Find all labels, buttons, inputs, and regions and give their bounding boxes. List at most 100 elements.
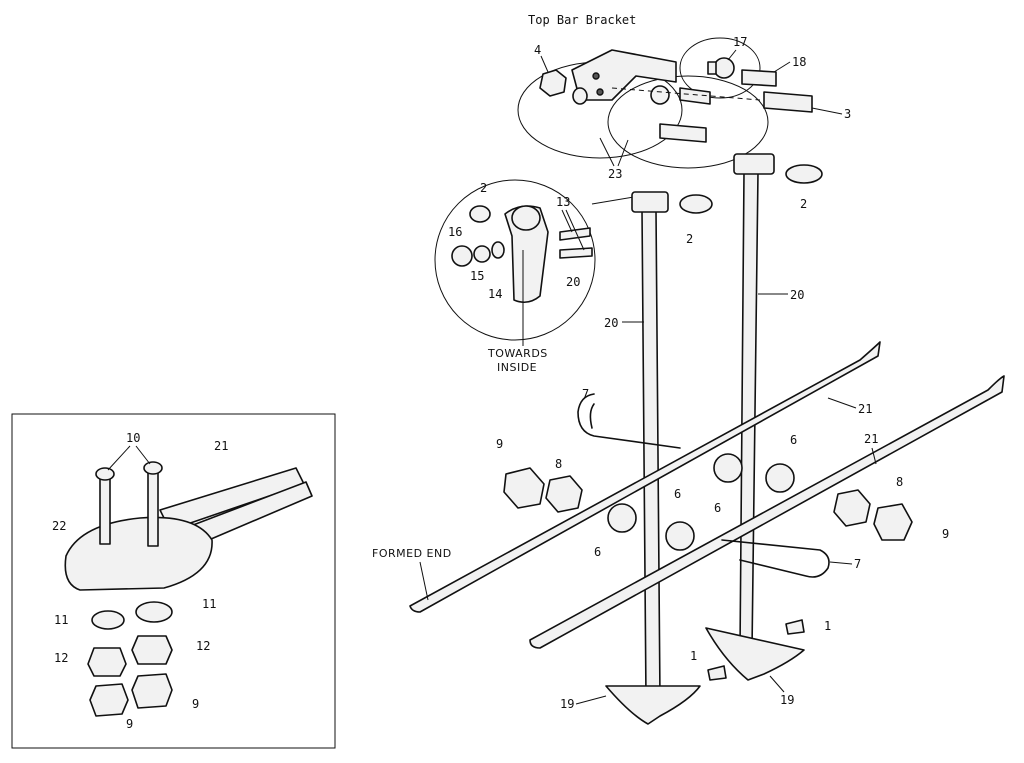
- u-bolt-7-lower: [721, 539, 830, 578]
- ring-14: [491, 241, 505, 259]
- part-number-18: 18: [792, 55, 806, 69]
- washer-11-left: [91, 610, 125, 630]
- washer-11-right: [135, 601, 173, 623]
- tube-top-right: [733, 153, 775, 175]
- ring-15: [473, 245, 491, 263]
- leader-line: [871, 447, 877, 465]
- bushing-6: [607, 503, 637, 533]
- leader-line: [107, 445, 151, 471]
- screw-13b: [559, 247, 593, 259]
- inset-frame: [11, 413, 336, 749]
- top-bar-bracket-label: Top Bar Bracket: [528, 13, 636, 27]
- part-number-11: 11: [202, 597, 216, 611]
- runner-right: [529, 375, 1005, 649]
- clamp-detail: 2 13 16 15 14 20 TOWARDS INSIDE: [434, 179, 641, 374]
- part-number-8: 8: [555, 457, 562, 471]
- bolt-alignment-line: [611, 87, 761, 101]
- bushing-6: [713, 453, 743, 483]
- part-number-17: 17: [733, 35, 747, 49]
- part-number-7: 7: [582, 387, 589, 401]
- cap-nut-9-inset-right: [131, 673, 173, 709]
- cap-nut-9-left: [503, 467, 545, 509]
- part-number-19: 19: [780, 693, 794, 707]
- part-number-19: 19: [560, 697, 574, 711]
- clamp-22: [64, 516, 213, 591]
- leader-line: [769, 675, 785, 693]
- nut-12-right: [131, 635, 173, 665]
- leader-line: [827, 397, 857, 409]
- cap-2-detail: [469, 205, 491, 223]
- runner-clamp-inset: 10 21 22 11 11 12 12 9 9: [11, 413, 336, 749]
- leader-line: [829, 561, 853, 565]
- bolt-head-10-left: [95, 467, 115, 481]
- part-number-10: 10: [126, 431, 140, 445]
- part-number-1: 1: [824, 619, 831, 633]
- bolt-18: [741, 69, 777, 87]
- part-number-11: 11: [54, 613, 68, 627]
- top-bar-bracket-detail: Top Bar Bracket 4 17 18 3 23: [517, 13, 851, 181]
- part-number-20: 20: [790, 288, 804, 302]
- part-number-8: 8: [896, 475, 903, 489]
- part-number-9: 9: [942, 527, 949, 541]
- bolt-10-left: [99, 475, 111, 545]
- part-number-14: 14: [488, 287, 502, 301]
- part-number-12: 12: [54, 651, 68, 665]
- leader-line: [773, 61, 791, 73]
- bracket-washer: [572, 87, 588, 105]
- foot-19-right: [705, 627, 805, 681]
- part-number-16: 16: [448, 225, 462, 239]
- bolt-head-10-right: [143, 461, 163, 475]
- part-number-2: 2: [800, 197, 807, 211]
- part-number-21: 21: [864, 432, 878, 446]
- clamp-arm: [504, 205, 549, 304]
- part-number-2: 2: [480, 181, 487, 195]
- upright-tube-left: [641, 209, 661, 701]
- part-number-3: 3: [844, 107, 851, 121]
- part-number-2: 2: [686, 232, 693, 246]
- leader-line: [575, 695, 607, 705]
- inside-label: INSIDE: [497, 361, 537, 374]
- bushing-6: [665, 521, 695, 551]
- clamp-detail-circle: [434, 179, 596, 341]
- towards-label: TOWARDS: [487, 347, 548, 360]
- leader-line: [727, 49, 737, 61]
- part-number-6: 6: [714, 501, 721, 515]
- part-number-7: 7: [854, 557, 861, 571]
- bracket-hole: [596, 88, 604, 96]
- part-number-23: 23: [608, 167, 622, 181]
- plug-16: [451, 245, 473, 267]
- screw-1-left: [707, 665, 727, 681]
- part-number-6: 6: [594, 545, 601, 559]
- part-number-15: 15: [470, 269, 484, 283]
- cap-nut-9-right: [873, 503, 913, 541]
- bracket-bolt-upper: [679, 87, 711, 105]
- part-number-12: 12: [196, 639, 210, 653]
- bracket-washer-mid: [650, 85, 670, 105]
- bracket-bolt-lower: [659, 123, 707, 143]
- screw-1-right: [785, 619, 805, 635]
- washer-17: [713, 57, 735, 79]
- part-number-20: 20: [566, 275, 580, 289]
- tube-top-left: [631, 191, 669, 213]
- cap-2-right: [785, 164, 823, 184]
- part-number-9: 9: [496, 437, 503, 451]
- leader-line: [561, 209, 585, 251]
- part-number-21: 21: [858, 402, 872, 416]
- bracket-nut: [539, 69, 567, 97]
- part-number-9: 9: [126, 717, 133, 731]
- bolt-3: [763, 91, 813, 113]
- nut-8-right: [833, 489, 871, 527]
- leader-line: [599, 137, 629, 167]
- upright-tube-right: [739, 171, 759, 651]
- part-number-22: 22: [52, 519, 66, 533]
- screw-13a: [559, 227, 591, 241]
- nut-12-left: [87, 647, 127, 677]
- spacer-17: [707, 61, 717, 75]
- leader-line: [811, 107, 843, 115]
- bolt-10-right: [147, 469, 159, 547]
- part-number-6: 6: [674, 487, 681, 501]
- bracket-hole: [592, 72, 600, 80]
- leader-line: [419, 561, 429, 601]
- cap-2-left: [679, 194, 713, 214]
